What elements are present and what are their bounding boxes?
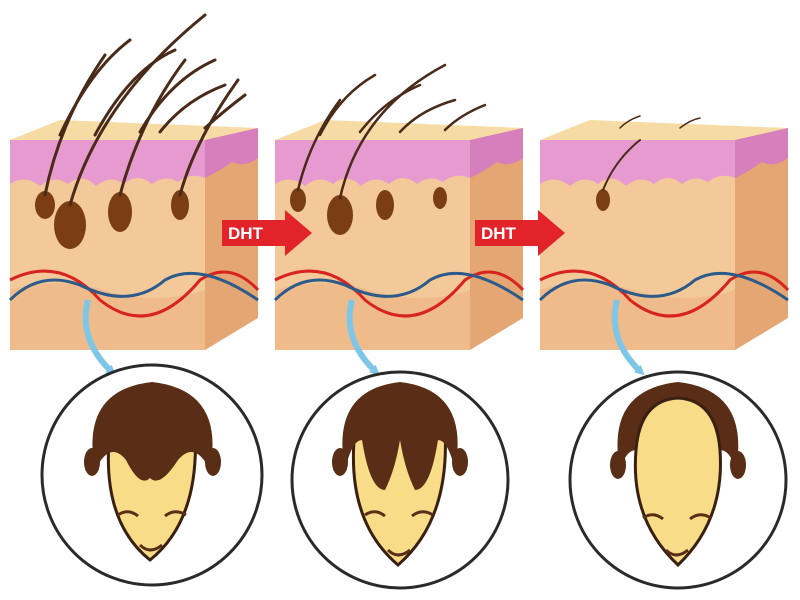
pointer-arrow-2: [346, 299, 380, 376]
head-hair-3: [617, 382, 739, 470]
head-circle-3: [568, 370, 788, 590]
blood-vessels-2: [273, 269, 525, 318]
epidermis-side-3: [735, 128, 788, 178]
head-hair-1: [92, 382, 213, 481]
epidermis-3: [540, 140, 735, 186]
hair-strands-2: [296, 63, 487, 200]
dht-label-1: DHT: [228, 224, 264, 243]
skin-block-3: [538, 115, 790, 350]
epidermis-side-1: [205, 128, 258, 178]
head-face-3: [633, 396, 722, 568]
pointer-arrow-3: [611, 299, 645, 376]
skin-block-2: [273, 63, 525, 350]
skin-top-3: [540, 120, 788, 140]
follicles-3: [596, 189, 610, 211]
pointer-arrow-1: [82, 299, 116, 376]
epidermis-1: [10, 140, 205, 186]
fat-layer-2: [275, 282, 470, 350]
follicles-1: [35, 190, 189, 249]
skin-top-2: [275, 120, 523, 140]
dht-label-2: DHT: [481, 224, 517, 243]
head-circle-1: [40, 363, 264, 587]
hair-strands-3: [602, 115, 701, 191]
head-circle-2: [290, 370, 510, 590]
skin-block-1: [8, 13, 260, 350]
follicles-2: [290, 187, 447, 235]
blood-vessels-3: [538, 269, 790, 318]
epidermis-2: [275, 140, 470, 186]
hair-strands-1: [43, 13, 247, 207]
dht-arrow-2: DHT: [475, 210, 565, 256]
head-hair-2: [342, 382, 458, 490]
skin-side-3: [735, 128, 788, 350]
blood-vessels-1: [8, 269, 260, 318]
fat-layer-3: [540, 282, 735, 350]
fat-layer-1: [10, 282, 205, 350]
epidermis-side-2: [470, 128, 523, 178]
dht-arrow-1: DHT: [222, 210, 312, 256]
skin-top-1: [10, 120, 258, 140]
